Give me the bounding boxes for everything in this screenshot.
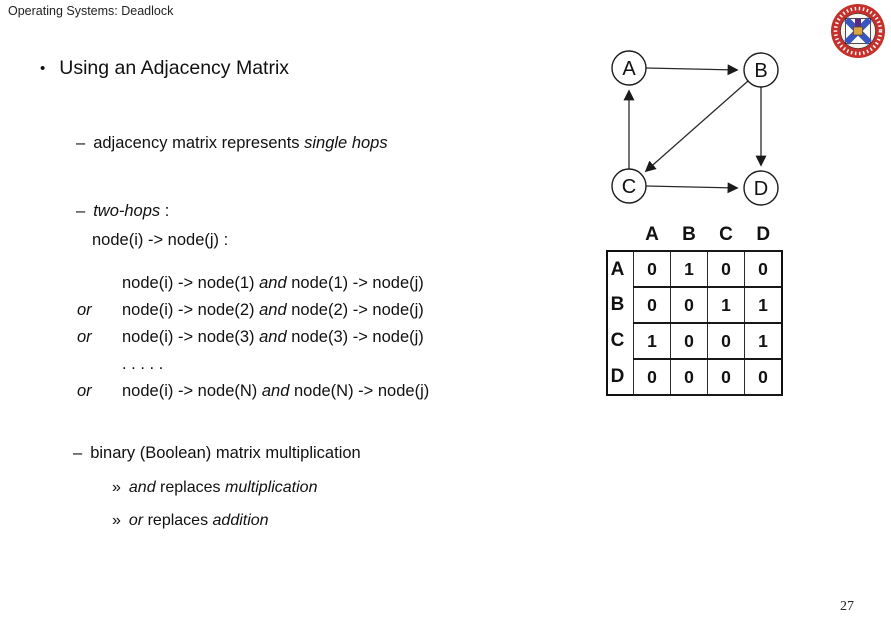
- two-hops-suffix: :: [160, 202, 170, 220]
- matrix-col-header: B: [682, 224, 696, 245]
- matrix-col-header: C: [719, 224, 733, 245]
- binary-text: binary (Boolean) matrix multiplication: [90, 444, 361, 462]
- guillemet-marker: »: [112, 479, 121, 496]
- replaces-text: replaces: [155, 479, 225, 496]
- adjacency-matrix-table: A B C D A 0 1 0 0 B 0 0 1: [606, 224, 783, 396]
- graph-node-a: [611, 50, 647, 86]
- matrix-cell: 1: [633, 322, 671, 360]
- page-number: 27: [840, 599, 854, 614]
- matrix-cell: 1: [744, 322, 783, 360]
- matrix-cell: 0: [670, 358, 708, 396]
- matrix-col-header: D: [756, 224, 771, 245]
- addition-word: addition: [212, 512, 269, 529]
- hop-text-a: node(i) -> node(2): [122, 301, 260, 319]
- ellipsis-dots: . . . . .: [122, 355, 164, 373]
- slide-title-row: • Using an Adjacency Matrix: [40, 57, 289, 80]
- and-keyword: and: [259, 274, 287, 292]
- hop-expansion-block: node(i) -> node(1) and node(1) -> node(j…: [77, 270, 429, 405]
- matrix-row-label: A: [610, 258, 625, 280]
- matrix-cell: 0: [633, 286, 671, 324]
- adjacency-matrix: A B C D A 0 1 0 0 B 0 0 1: [606, 224, 783, 396]
- matrix-row: A 0 1 0 0: [607, 250, 783, 288]
- single-hops-text: adjacency matrix represents: [93, 134, 305, 152]
- matrix-cell: 1: [670, 250, 708, 288]
- matrix-cell: 1: [744, 286, 783, 324]
- edge-b-to-c: [644, 80, 749, 173]
- hop-line: node(i) -> node(1) and node(1) -> node(j…: [77, 270, 429, 297]
- replaces-text: replaces: [143, 512, 213, 529]
- and-keyword: and: [128, 479, 156, 496]
- node-rule-line: node(i) -> node(j) :: [92, 231, 229, 249]
- matrix-row: C 1 0 0 1: [607, 322, 783, 360]
- matrix-cell: 0: [670, 286, 708, 324]
- matrix-header-row: A B C D: [607, 224, 782, 251]
- and-keyword: and: [259, 328, 287, 346]
- single-hops-italic: single hops: [304, 134, 388, 152]
- sub-bullet-and: » and replaces multiplication: [112, 479, 317, 497]
- hop-text-a: node(i) -> node(3): [122, 328, 260, 346]
- multiplication-word: multiplication: [224, 479, 318, 496]
- hop-text-b: node(3) -> node(j): [286, 328, 424, 346]
- sub-bullet-or: » or replaces addition: [112, 512, 269, 530]
- and-keyword: and: [261, 382, 290, 400]
- matrix-cell: 1: [707, 286, 745, 324]
- bullet-marker: •: [40, 60, 46, 77]
- matrix-row: D 0 0 0 0: [607, 358, 783, 396]
- graph-node-c: [611, 168, 647, 204]
- graph-node-d-label: D: [754, 178, 768, 200]
- dash-marker: –: [73, 444, 83, 462]
- or-keyword: or: [128, 512, 144, 529]
- or-prefix: or: [77, 301, 92, 319]
- hop-line: or node(i) -> node(2) and node(2) -> node…: [77, 297, 429, 324]
- or-prefix: or: [77, 382, 92, 400]
- two-hops-italic: two-hops: [93, 202, 161, 220]
- matrix-cell: 0: [744, 358, 783, 396]
- matrix-row: B 0 0 1 1: [607, 286, 783, 324]
- university-crest-logo-icon: [831, 4, 885, 58]
- hop-line: or node(i) -> node(3) and node(3) -> node…: [77, 324, 429, 351]
- matrix-cell: 0: [707, 250, 745, 288]
- hop-ellipsis-line: . . . . .: [77, 351, 429, 378]
- hop-text-b: node(1) -> node(j): [286, 274, 424, 292]
- directed-graph-diagram: A B C D: [611, 50, 779, 206]
- matrix-cell: 0: [707, 358, 745, 396]
- graph-node-c-label: C: [622, 176, 636, 198]
- graph-node-d: [743, 170, 779, 206]
- and-keyword: and: [259, 301, 287, 319]
- hop-text-b: node(2) -> node(j): [286, 301, 424, 319]
- matrix-cell: 0: [744, 250, 783, 288]
- edge-c-to-d: [645, 182, 739, 194]
- graph-node-b: [743, 52, 779, 88]
- hop-text-a: node(i) -> node(N): [122, 382, 262, 400]
- single-hops-line: –adjacency matrix represents single hops: [76, 134, 388, 153]
- two-hops-line: –two-hops :: [76, 202, 169, 221]
- matrix-cell: 0: [633, 358, 671, 396]
- matrix-corner: [607, 224, 634, 251]
- hop-text-a: node(i) -> node(1): [122, 274, 260, 292]
- matrix-col-header: A: [645, 224, 659, 245]
- graph-node-a-label: A: [622, 58, 636, 80]
- hop-line: or node(i) -> node(N) and node(N) -> node…: [77, 378, 429, 405]
- hop-text-b: node(N) -> node(j): [289, 382, 430, 400]
- matrix-cell: 0: [707, 322, 745, 360]
- guillemet-marker: »: [112, 512, 121, 529]
- graph-node-b-label: B: [754, 60, 767, 82]
- matrix-cell: 0: [670, 322, 708, 360]
- matrix-row-label: C: [610, 330, 625, 351]
- dash-marker: –: [76, 202, 86, 220]
- edge-a-to-b: [645, 64, 739, 76]
- slide-title: Using an Adjacency Matrix: [59, 57, 290, 79]
- matrix-row-label: B: [610, 294, 625, 315]
- binary-multiplication-line: –binary (Boolean) matrix multiplication: [73, 444, 361, 463]
- matrix-row-label: D: [610, 365, 625, 387]
- dash-marker: –: [76, 134, 86, 152]
- slide-header-title: Operating Systems: Deadlock: [8, 4, 174, 18]
- or-prefix: or: [77, 328, 92, 346]
- matrix-cell: 0: [633, 250, 671, 288]
